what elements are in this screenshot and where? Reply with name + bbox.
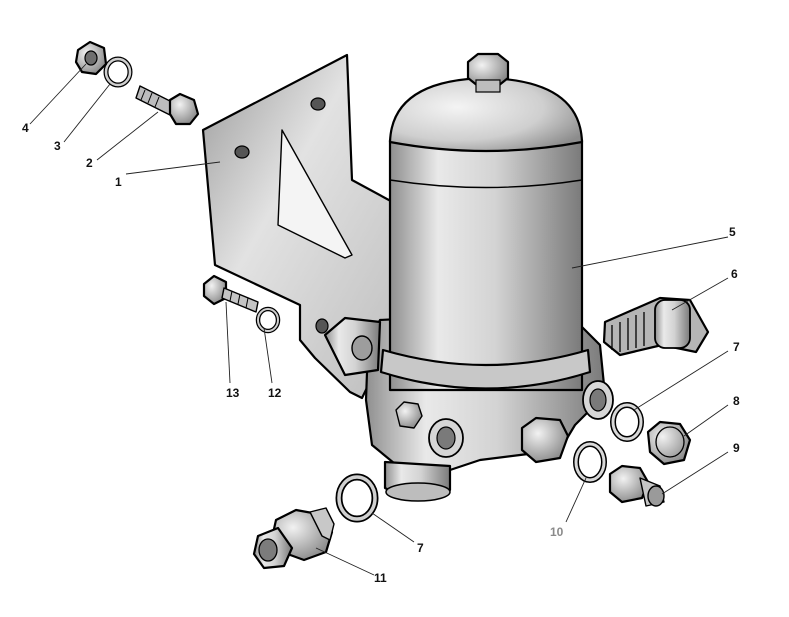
- bracket-part: [201, 53, 400, 400]
- callout-9: 9: [733, 441, 740, 455]
- filter-housing-part: [323, 52, 614, 502]
- callout-11: 11: [374, 571, 387, 585]
- seal-ring-right-part: [610, 402, 644, 442]
- callout-13: 13: [226, 386, 240, 400]
- callout-4: 4: [22, 121, 29, 135]
- bolt-part: [135, 85, 200, 126]
- callout-1: 1: [115, 175, 122, 189]
- seal-ring-center-part: [573, 441, 607, 483]
- nut-part: [74, 40, 108, 76]
- small-washer-part: [255, 306, 281, 334]
- spring-washer-part: [103, 56, 133, 88]
- seal-ring-bottom-part: [335, 473, 379, 523]
- callout-6: 6: [731, 267, 738, 281]
- stud-bolt-part: [202, 274, 259, 313]
- callout-12: 12: [268, 386, 282, 400]
- threaded-fitting-part: [608, 464, 665, 507]
- union-fitting-part: [252, 507, 335, 570]
- callout-5: 5: [729, 225, 736, 239]
- leader-lines: [29, 63, 729, 576]
- callout-7-right: 7: [733, 340, 740, 354]
- callout-8: 8: [733, 394, 740, 408]
- elbow-fitting-part: [602, 296, 710, 357]
- callout-10: 10: [550, 525, 564, 539]
- callout-7-bottom: 7: [417, 541, 424, 555]
- callout-numbers: 1 2 3 4 5 6 7 8 9 10 7 11 13 12: [22, 121, 740, 585]
- plug-part: [646, 420, 692, 466]
- callout-2: 2: [86, 156, 93, 170]
- callout-3: 3: [54, 139, 61, 153]
